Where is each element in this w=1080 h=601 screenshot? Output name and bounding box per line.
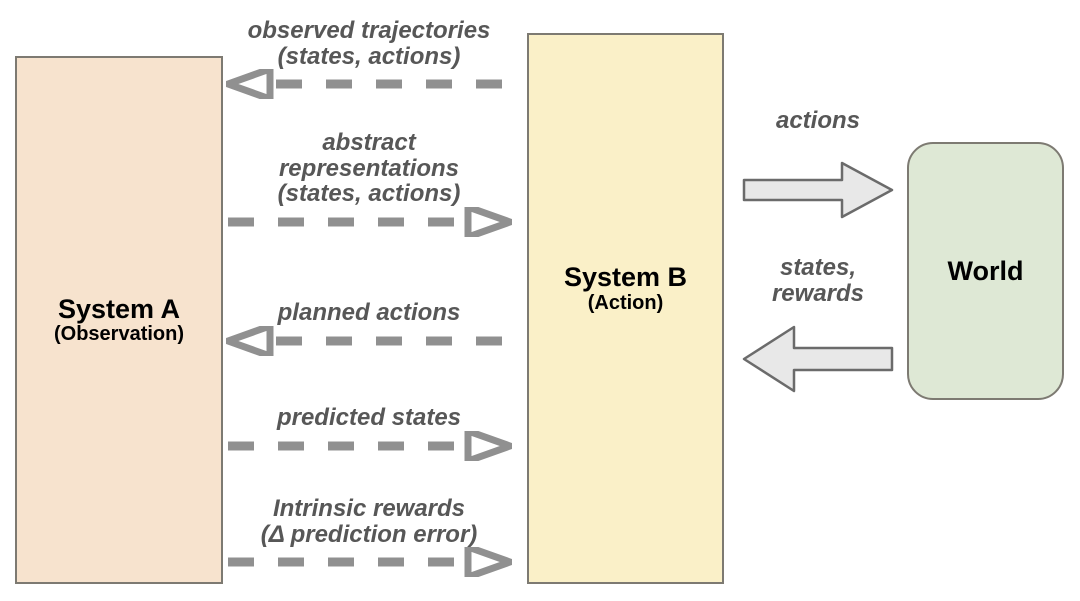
dashed-arrow-right-icon: [228, 547, 512, 578]
system-a-title: System A: [57, 293, 181, 324]
node-system-a[interactable]: System A (Observation): [15, 56, 223, 584]
node-system-b[interactable]: System B (Action): [527, 33, 724, 584]
flow-abstract-representations-label-line2: representations: [278, 154, 460, 182]
world-title: World: [947, 255, 1024, 286]
block-flow-states-rewards-line1: states,: [779, 254, 857, 281]
flow-abstract-representations-label-line1: abstract: [322, 129, 416, 156]
block-arrow-right-icon: [742, 161, 894, 219]
block-arrow-left-icon: [742, 325, 894, 393]
dashed-arrow-left-icon: [226, 69, 510, 100]
flow-observed-trajectories-label-line2: (states, actions): [277, 42, 461, 70]
system-b-label-group: System B (Action): [563, 262, 688, 314]
dashed-arrow-right-icon: [228, 430, 512, 461]
dashed-arrow-right-icon: [228, 207, 512, 238]
block-flow-states-rewards-line2: rewards: [771, 279, 865, 307]
flow-observed-trajectories-label-line1: observed trajectories: [247, 17, 491, 44]
system-b-subtitle: (Action): [587, 291, 664, 314]
node-world[interactable]: World: [907, 142, 1064, 400]
flow-planned-actions[interactable]: planned actions: [226, 300, 512, 356]
block-flow-states-rewards-label: states, rewards: [740, 255, 896, 306]
flow-observed-trajectories[interactable]: observed trajectories (states, actions): [226, 17, 512, 100]
system-b-title: System B: [563, 262, 688, 293]
flow-abstract-representations-label-line3: (states, actions): [277, 180, 461, 208]
flow-abstract-representations[interactable]: abstract representations (states, action…: [226, 129, 512, 238]
flow-intrinsic-rewards[interactable]: Intrinsic rewards (Δ prediction error): [226, 495, 512, 578]
flow-planned-actions-label: planned actions: [277, 299, 461, 326]
dashed-arrow-left-icon: [226, 325, 510, 356]
flow-intrinsic-rewards-label-line1: Intrinsic rewards: [272, 495, 466, 522]
block-flow-actions-label: actions: [775, 107, 861, 134]
flow-intrinsic-rewards-label-line2: (Δ prediction error): [260, 520, 478, 548]
system-a-subtitle: (Observation): [53, 323, 185, 346]
flow-predicted-states[interactable]: predicted states: [226, 405, 512, 461]
flow-predicted-states-label: predicted states: [276, 404, 462, 431]
